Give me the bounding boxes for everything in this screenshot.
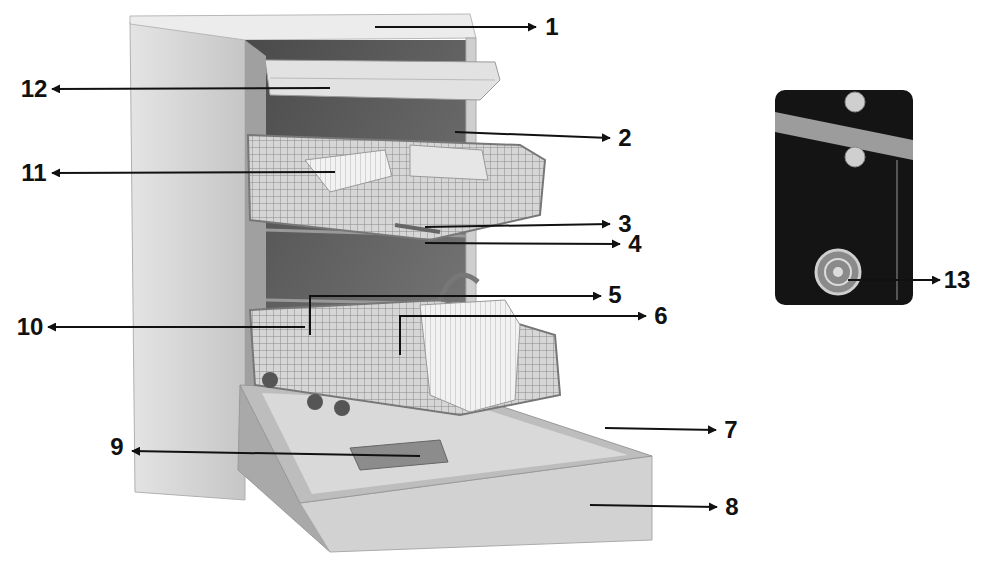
leader-line bbox=[848, 279, 940, 281]
leader-line bbox=[455, 132, 610, 138]
tray-edge bbox=[270, 78, 495, 80]
callout-number: 13 bbox=[944, 268, 971, 292]
callout-number: 7 bbox=[724, 418, 737, 442]
fitting bbox=[845, 92, 865, 112]
filter-ring bbox=[825, 259, 851, 285]
fitting bbox=[845, 147, 865, 167]
leader-line bbox=[605, 428, 716, 430]
leader-line bbox=[375, 26, 536, 28]
inset-panel bbox=[775, 90, 913, 305]
leader-line bbox=[425, 224, 610, 227]
callout-number: 12 bbox=[21, 77, 48, 101]
callout-number: 4 bbox=[628, 232, 641, 256]
callout-number: 9 bbox=[110, 435, 123, 459]
leader-line bbox=[52, 172, 335, 173]
wheel bbox=[262, 372, 278, 388]
leader-line bbox=[132, 451, 420, 456]
cutlery-tray bbox=[265, 60, 500, 100]
callout-number: 6 bbox=[654, 304, 667, 328]
lower-rack bbox=[250, 300, 560, 415]
callout-number: 5 bbox=[608, 283, 621, 307]
callout-number: 8 bbox=[725, 495, 738, 519]
callout-number: 10 bbox=[17, 315, 44, 339]
filter bbox=[816, 250, 860, 294]
callout-number: 11 bbox=[21, 161, 46, 185]
leader-line bbox=[590, 505, 717, 507]
side-panel bbox=[130, 22, 245, 500]
wheel bbox=[307, 394, 323, 410]
upper-rack bbox=[248, 135, 545, 240]
wheel bbox=[334, 400, 350, 416]
leader-line bbox=[52, 88, 330, 89]
callout-number: 2 bbox=[618, 126, 631, 150]
leader-line bbox=[400, 316, 646, 355]
callout-number: 1 bbox=[545, 15, 558, 39]
filter-hub bbox=[833, 267, 843, 277]
inset-bar bbox=[775, 112, 913, 160]
plate-holder bbox=[410, 145, 488, 180]
cup-shelf bbox=[305, 150, 392, 192]
leader-line bbox=[48, 326, 305, 328]
leader-line bbox=[425, 243, 620, 244]
